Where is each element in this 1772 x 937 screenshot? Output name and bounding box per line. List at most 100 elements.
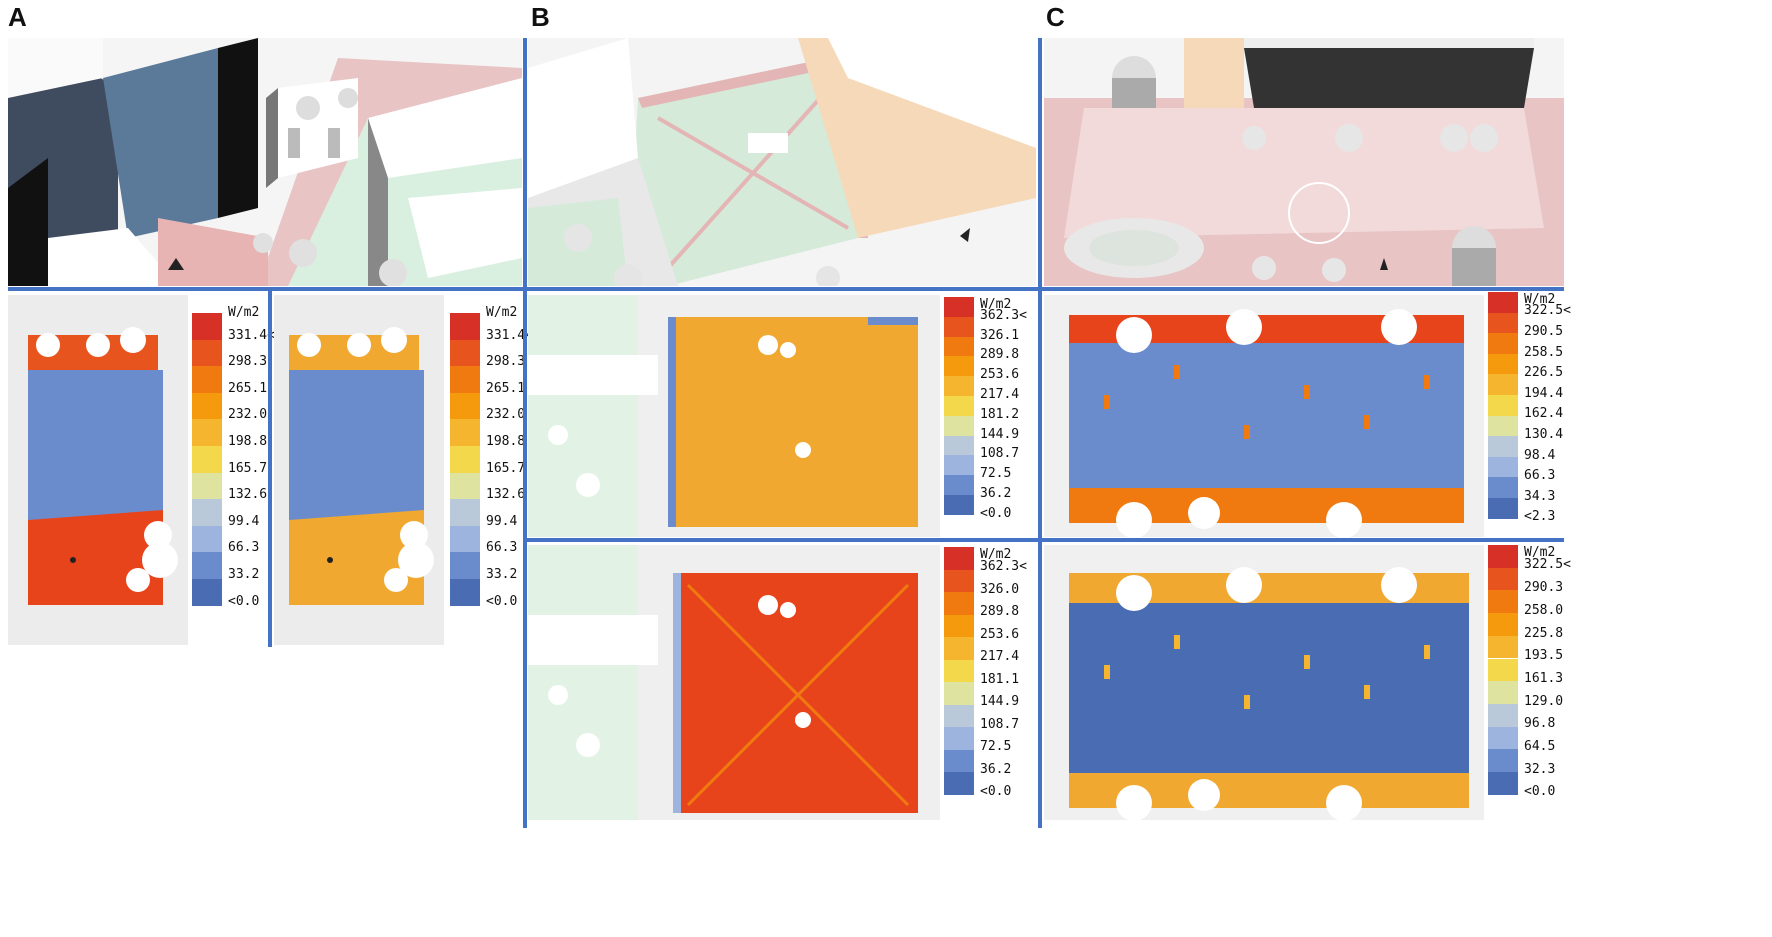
legend-c1-label-5: 162.4 xyxy=(1524,406,1564,422)
legend-c2-swatch-7 xyxy=(1488,703,1518,727)
legend-b1-swatch-5 xyxy=(944,396,974,416)
legend-a1-label-10: <0.0 xyxy=(228,593,260,609)
legend-c1-swatch-3 xyxy=(1488,353,1518,375)
legend-b2-label-9: 36.2 xyxy=(980,761,1012,777)
legend-c2-label-9: 32.3 xyxy=(1524,761,1556,777)
legend-c1-swatch-0 xyxy=(1488,292,1518,313)
legend-b1-label-7: 108.7 xyxy=(980,446,1020,462)
legend-c1-swatch-9 xyxy=(1488,477,1518,498)
legend-b1-swatch-6 xyxy=(944,415,974,436)
legend-c1-swatch-6 xyxy=(1488,415,1518,437)
legend-a1-swatch-1 xyxy=(192,339,222,367)
legend-b2-label-7: 108.7 xyxy=(980,716,1020,732)
north-arrow-icon xyxy=(1380,258,1388,270)
legend-b1-label-6: 144.9 xyxy=(980,426,1020,442)
legend-b2-label-4: 217.4 xyxy=(980,649,1020,665)
legend-b1-swatch-7 xyxy=(944,435,974,456)
legend-a1-swatch-6 xyxy=(192,472,222,500)
legend-c2-label-8: 64.5 xyxy=(1524,739,1556,755)
legend-b1-label-5: 181.2 xyxy=(980,406,1020,422)
legend-c1-label-6: 130.4 xyxy=(1524,426,1564,442)
divider-a-vertical xyxy=(268,291,272,647)
legend-b2-swatch-5 xyxy=(944,659,974,682)
legend-a1-swatch-2 xyxy=(192,366,222,393)
legend-a1-swatch-10 xyxy=(192,579,222,606)
legend-c2-label-5: 161.3 xyxy=(1524,670,1564,686)
legend-b2-label-5: 181.1 xyxy=(980,671,1020,687)
legend-a2-swatch-1 xyxy=(450,339,480,367)
legend-b1-label-3: 253.6 xyxy=(980,367,1020,383)
legend-b1-swatch-1 xyxy=(944,316,974,337)
legend-a2-unit: W/m2 xyxy=(486,305,518,320)
legend-a2-swatch-6 xyxy=(450,472,480,500)
legend-a2-label-3: 232.0 xyxy=(486,407,526,423)
legend-b2-label-6: 144.9 xyxy=(980,694,1020,710)
legend-c1-label-3: 226.5 xyxy=(1524,365,1564,381)
divider-c-middle xyxy=(1042,538,1564,542)
panel-letter-c: C xyxy=(1046,2,1065,32)
legend-b2-swatch-7 xyxy=(944,704,974,727)
legend-c2-label-0: 322.5< xyxy=(1524,557,1571,573)
legend-b2-swatch-6 xyxy=(944,682,974,705)
legend-b2-swatch-0 xyxy=(944,547,974,570)
legend-a1-unit: W/m2 xyxy=(228,305,260,320)
legend-a1-label-3: 232.0 xyxy=(228,407,268,423)
legend-c2-swatch-8 xyxy=(1488,726,1518,750)
legend-a2-label-8: 66.3 xyxy=(486,540,518,556)
legend-a2-swatch-0 xyxy=(450,313,480,340)
legend-a1-swatch-3 xyxy=(192,392,222,420)
legend-a1-label-0: 331.4< xyxy=(228,327,275,343)
legend-c2-swatch-4 xyxy=(1488,635,1518,659)
panel-letter-a: A xyxy=(8,2,27,32)
legend-a1-swatch-0 xyxy=(192,313,222,340)
panel-c-3d-view xyxy=(1044,38,1564,286)
panel-a-map-2 xyxy=(274,295,444,645)
panel-b-map-2 xyxy=(528,545,940,820)
legend-b1-swatch-3 xyxy=(944,356,974,377)
legend-c2-swatch-6 xyxy=(1488,681,1518,704)
legend-a2-label-6: 132.6 xyxy=(486,487,526,503)
legend-a2-swatch-8 xyxy=(450,525,480,553)
legend-c2-swatch-10 xyxy=(1488,772,1518,795)
legend-c2-swatch-3 xyxy=(1488,613,1518,636)
legend-b1-label-9: 36.2 xyxy=(980,486,1012,502)
legend-c1-label-10: <2.3 xyxy=(1524,509,1556,525)
legend-a1-label-4: 198.8 xyxy=(228,434,268,450)
legend-a2-swatch-10 xyxy=(450,579,480,606)
legend-a2-swatch-7 xyxy=(450,499,480,526)
legend-c2-swatch-0 xyxy=(1488,545,1518,568)
legend-a1-label-9: 33.2 xyxy=(228,567,260,583)
legend-a2-label-7: 99.4 xyxy=(486,513,518,529)
legend-a2-label-1: 298.3 xyxy=(486,354,526,370)
legend-c1-label-9: 34.3 xyxy=(1524,488,1556,504)
legend-c1-label-7: 98.4 xyxy=(1524,447,1556,463)
legend-a1-label-6: 132.6 xyxy=(228,487,268,503)
legend-b2-label-8: 72.5 xyxy=(980,739,1012,755)
legend-b1-label-8: 72.5 xyxy=(980,466,1012,482)
legend-c2-swatch-9 xyxy=(1488,749,1518,772)
legend-a1-swatch-5 xyxy=(192,446,222,473)
legend-c2-label-6: 129.0 xyxy=(1524,693,1564,709)
divider-a-horizontal xyxy=(8,287,523,291)
legend-b2-swatch-9 xyxy=(944,749,974,772)
divider-bc xyxy=(1038,38,1042,828)
legend-c1-label-4: 194.4 xyxy=(1524,385,1564,401)
legend-c1-swatch-2 xyxy=(1488,333,1518,354)
legend-a2-swatch-2 xyxy=(450,366,480,393)
legend-b2-swatch-10 xyxy=(944,772,974,795)
legend-c1-swatch-8 xyxy=(1488,456,1518,478)
legend-c2-label-3: 225.8 xyxy=(1524,625,1564,641)
legend-a2-label-9: 33.2 xyxy=(486,567,518,583)
legend-a2-swatch-3 xyxy=(450,392,480,420)
legend-c1-label-1: 290.5 xyxy=(1524,323,1564,339)
legend-c1-swatch-5 xyxy=(1488,395,1518,416)
panel-b-map-1 xyxy=(528,295,940,537)
legend-c2-label-2: 258.0 xyxy=(1524,602,1564,618)
legend-b1-swatch-9 xyxy=(944,475,974,495)
